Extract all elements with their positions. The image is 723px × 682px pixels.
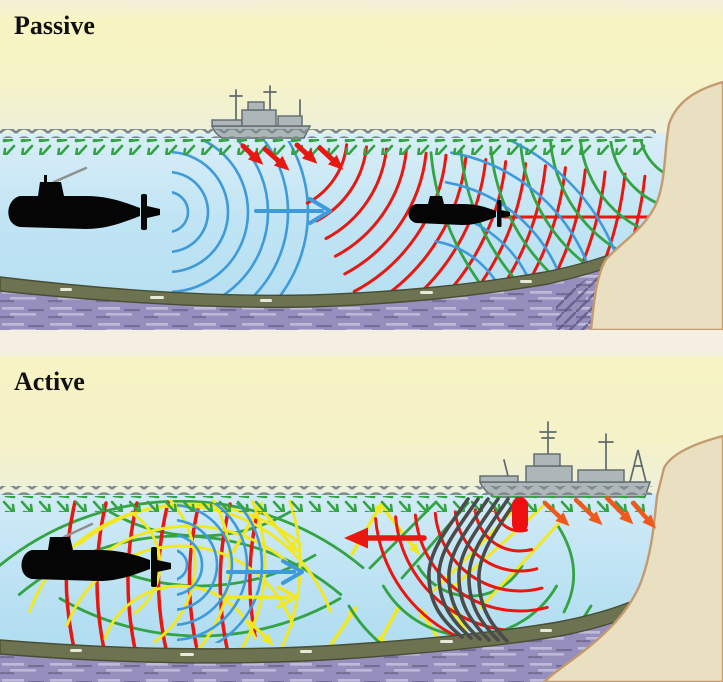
active-sea-surface (0, 486, 652, 495)
refracted-ray-paths (427, 497, 519, 643)
ping-travel-arrow (344, 527, 427, 549)
active-panel: Active (0, 356, 723, 682)
echo-return-arrow (226, 585, 298, 609)
sonar-transducer (512, 497, 528, 532)
active-panel-label: Active (14, 367, 85, 396)
surface-noise-arrows (2, 139, 650, 155)
target-submarine (408, 196, 510, 227)
shore-reverberation-arrows (542, 495, 657, 529)
active-submarine-heading-arrow (226, 559, 304, 585)
pinged-submarine (21, 522, 171, 587)
passive-panel: Passive (0, 0, 723, 330)
active-cliff (542, 434, 723, 682)
passive-sea-surface (0, 129, 656, 138)
active-submarine-emitted-arcs (177, 503, 264, 643)
submarine-heading-arrow (254, 197, 332, 225)
ship-noise-arrows (240, 142, 344, 171)
panel-divider (0, 330, 723, 356)
passive-sky (0, 0, 723, 140)
passive-panel-label: Passive (14, 11, 95, 40)
passive-cliff (589, 80, 723, 330)
listening-submarine (8, 166, 160, 230)
